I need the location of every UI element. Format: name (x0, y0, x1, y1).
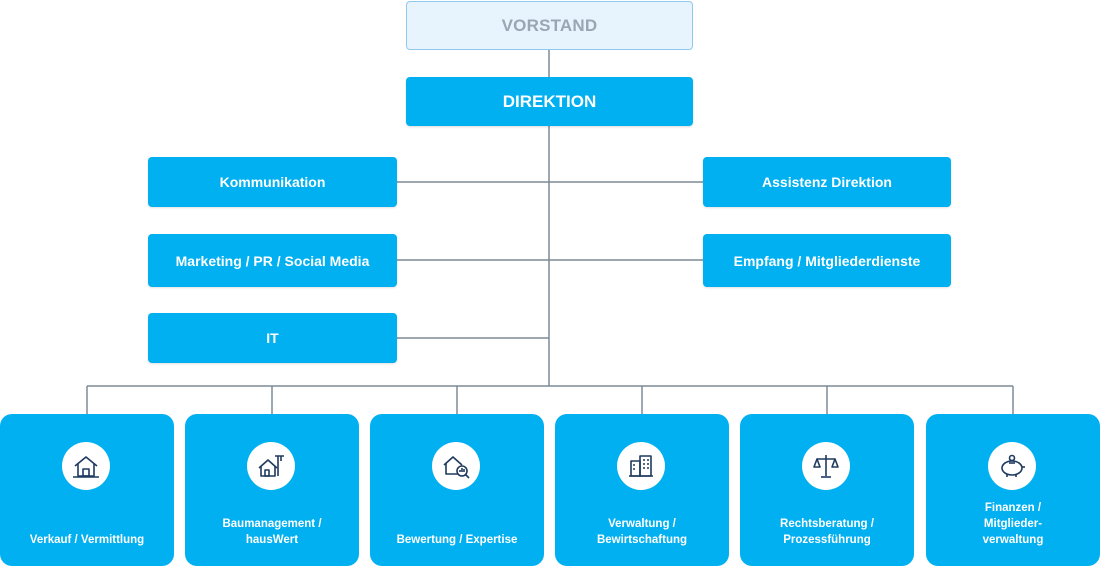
department-verwaltung: Verwaltung / Bewirtschaftung (555, 414, 729, 566)
staff-label: Marketing / PR / Social Media (175, 252, 370, 269)
piggy-bank-icon (1001, 454, 1025, 477)
management-box: DIREKTION (406, 77, 693, 126)
scales-icon (813, 455, 839, 478)
apartment-building-icon (629, 455, 653, 477)
staff-label: Empfang / Mitgliederdienste (733, 252, 921, 269)
icon-circle (432, 442, 480, 490)
staff-empfang: Empfang / Mitgliederdienste (703, 234, 951, 287)
department-label: Bewertung / Expertise (396, 534, 518, 546)
icon-circle (802, 442, 850, 490)
house-sale-icon (73, 456, 99, 478)
management-label: DIREKTION (502, 91, 597, 111)
department-label: Verkauf / Vermittlung (29, 534, 145, 546)
icon-circle (247, 442, 295, 490)
board-box: VORSTAND (406, 1, 693, 50)
department-baumanagement: Baumanagement / hausWert (185, 414, 359, 566)
department-verkauf: Verkauf / Vermittlung (0, 414, 174, 566)
staff-kommunikation: Kommunikation (148, 157, 397, 207)
staff-marketing: Marketing / PR / Social Media (148, 234, 397, 287)
department-label: Baumanagement / hausWert (222, 518, 322, 546)
icon-circle (617, 442, 665, 490)
construction-house-icon (258, 455, 284, 477)
icon-circle (62, 442, 110, 490)
staff-label: IT (266, 330, 279, 346)
staff-it: IT (148, 313, 397, 363)
department-rechtsberatung: Rechtsberatung / Prozessführung (740, 414, 914, 566)
staff-assistenz: Assistenz Direktion (703, 157, 951, 207)
staff-label: Assistenz Direktion (762, 174, 892, 190)
department-bewertung: Bewertung / Expertise (370, 414, 544, 566)
staff-label: Kommunikation (219, 174, 326, 190)
icon-circle (988, 442, 1036, 490)
department-label: Finanzen / Mitglieder- verwaltung (982, 502, 1044, 546)
house-valuation-icon (443, 456, 470, 479)
department-finanzen: Finanzen / Mitglieder- verwaltung (926, 414, 1100, 566)
board-label: VORSTAND (501, 15, 598, 35)
department-label: Rechtsberatung / Prozessführung (780, 518, 874, 546)
department-label: Verwaltung / Bewirtschaftung (596, 518, 688, 546)
